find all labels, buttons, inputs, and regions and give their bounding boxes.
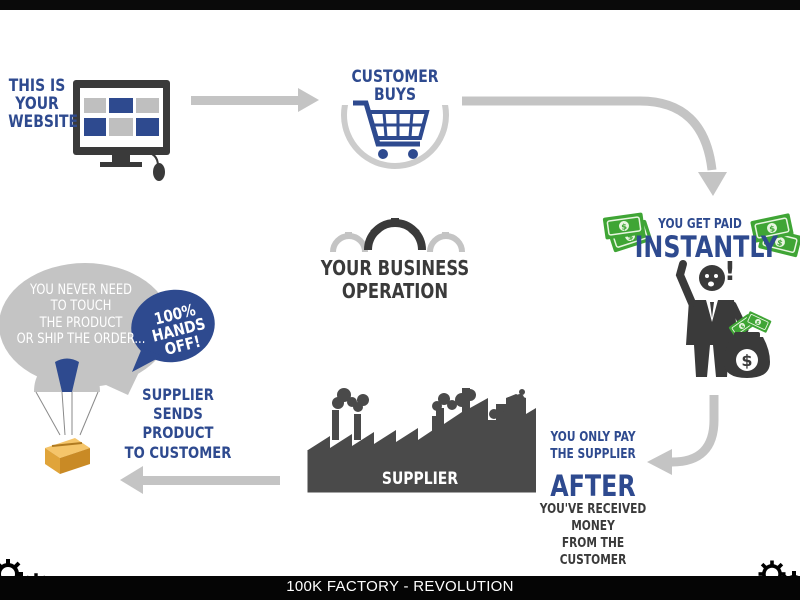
gears-icon: [330, 218, 465, 253]
package-icon: [45, 438, 90, 474]
received-money-label: YOU'VE RECEIVED MONEY FROM THE CUSTOMER: [539, 502, 647, 568]
gear-decoration-left: [0, 557, 51, 576]
business-operation-label: YOUR BUSINESS OPERATION: [320, 256, 470, 303]
smoke-icon: [332, 388, 525, 419]
after-label: AFTER: [550, 469, 636, 503]
hands-off-badge: [131, 289, 215, 372]
footer-title: 100K FACTORY - REVOLUTION: [286, 578, 514, 595]
supplier-sends-label: SUPPLIER SENDS PRODUCT TO CUSTOMER: [124, 385, 232, 462]
shopping-cart-icon: [340, 60, 450, 169]
customer-buys-label: CUSTOMER BUYS: [351, 67, 439, 105]
arrow-website-to-customer: [191, 88, 319, 112]
paid-top-label: YOU GET PAID: [658, 217, 742, 232]
paid-instantly-label: INSTANTLY: [634, 230, 779, 264]
money-sign: $: [741, 351, 752, 370]
speech-bubble: [0, 263, 171, 395]
factory-icon: [307, 388, 536, 493]
arrow-paid-to-pay-head: [647, 449, 672, 475]
top-bar: [0, 0, 800, 10]
parachute-icon: [34, 358, 100, 436]
arrow-customer-to-paid-head: [698, 172, 727, 196]
arrow-supplier-to-customer: [120, 466, 280, 494]
monitor-icon: [73, 80, 170, 181]
pay-supplier-label: YOU ONLY PAY THE SUPPLIER: [550, 430, 636, 462]
exclamation-mark: !: [724, 257, 736, 287]
gear-decoration-right: [756, 558, 800, 576]
diagram-canvas: $: [0, 10, 800, 576]
footer-bar: 100K FACTORY - REVOLUTION: [0, 576, 800, 600]
supplier-label: SUPPLIER: [381, 469, 459, 489]
website-label: THIS IS YOUR WEBSITE: [8, 76, 79, 132]
arrow-customer-to-paid: [462, 96, 717, 171]
arrow-paid-to-pay: [671, 395, 719, 467]
money-bag-icon: $: [724, 310, 773, 378]
bubble-text: YOU NEVER NEED TO TOUCH THE PRODUCT OR S…: [16, 282, 146, 348]
diagram-graphics: $: [0, 60, 800, 576]
